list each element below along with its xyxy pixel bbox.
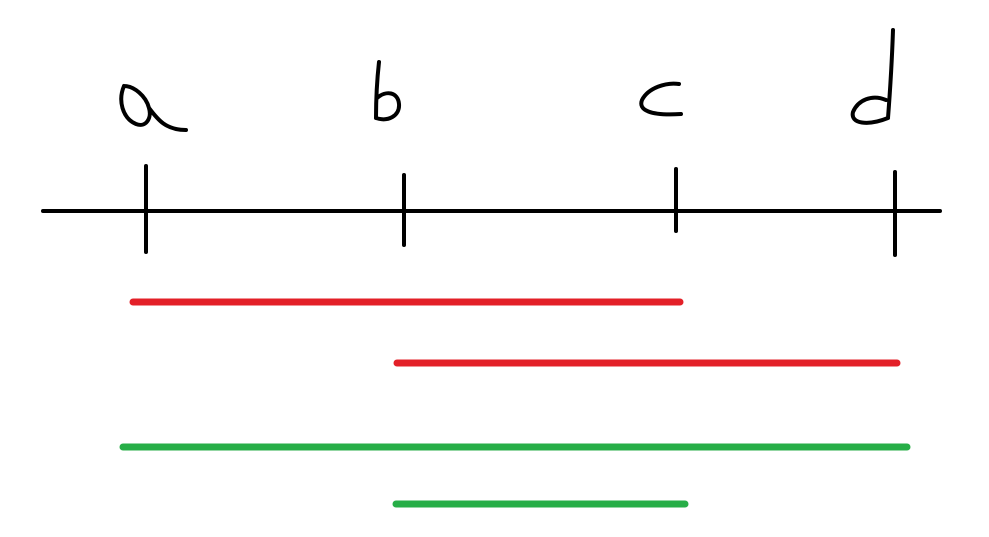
label-d — [850, 28, 895, 125]
point-labels — [119, 28, 895, 132]
segments — [119, 298, 911, 508]
tick-marks — [144, 164, 897, 257]
label-c — [639, 81, 683, 117]
label-b — [374, 60, 402, 122]
label-a — [119, 84, 188, 132]
